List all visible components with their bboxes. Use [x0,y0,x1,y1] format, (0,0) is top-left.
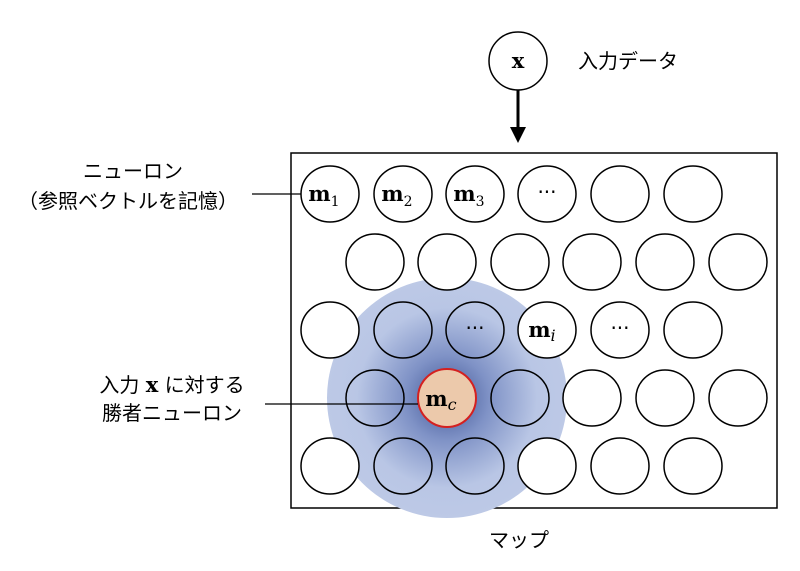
neuron [708,233,768,291]
neuron [663,165,723,223]
neuron [445,301,505,359]
neuron [490,369,550,427]
neuron-m3-label: m3 [453,181,484,210]
neuron [590,165,650,223]
neuron-m2-label: m2 [381,181,412,210]
neuron-m1-label: m1 [308,181,339,210]
neuron-label-line2: （参照ベクトルを記憶） [18,189,238,213]
ellipsis-row1: ··· [537,180,556,204]
neuron-grid [300,165,768,495]
neuron-mi-label: mi [528,317,555,345]
neuron [490,233,550,291]
neuron [300,301,360,359]
winner-neuron [417,368,477,428]
neuron [663,301,723,359]
neuron [345,233,405,291]
neuron [517,301,577,359]
neuron [417,233,477,291]
neuron [300,437,360,495]
input-label: 入力データ [578,49,678,73]
neuron [373,165,433,223]
neuron [635,369,695,427]
neuron [445,165,505,223]
map-label: マップ [489,528,549,552]
neuron [635,233,695,291]
winner-label-line2: 勝者ニューロン [102,401,242,425]
neuron [373,437,433,495]
input-symbol: x [512,48,525,73]
neuron [517,165,577,223]
neuron [590,437,650,495]
ellipsis-row3a: ··· [465,316,484,340]
neuron [708,369,768,427]
neuron [445,437,505,495]
arrow-head-icon [510,127,526,143]
neuron [517,437,577,495]
neuron [562,233,622,291]
neuron [562,369,622,427]
neuron-label-line1: ニューロン [83,159,183,183]
ellipsis-row3b: ··· [610,316,629,340]
neuron [663,437,723,495]
neuron [373,301,433,359]
neuron [345,369,405,427]
neuron [590,301,650,359]
winner-label-line1: 入力 x に対する [99,372,244,397]
winner-neuron-label: mc [425,386,456,414]
